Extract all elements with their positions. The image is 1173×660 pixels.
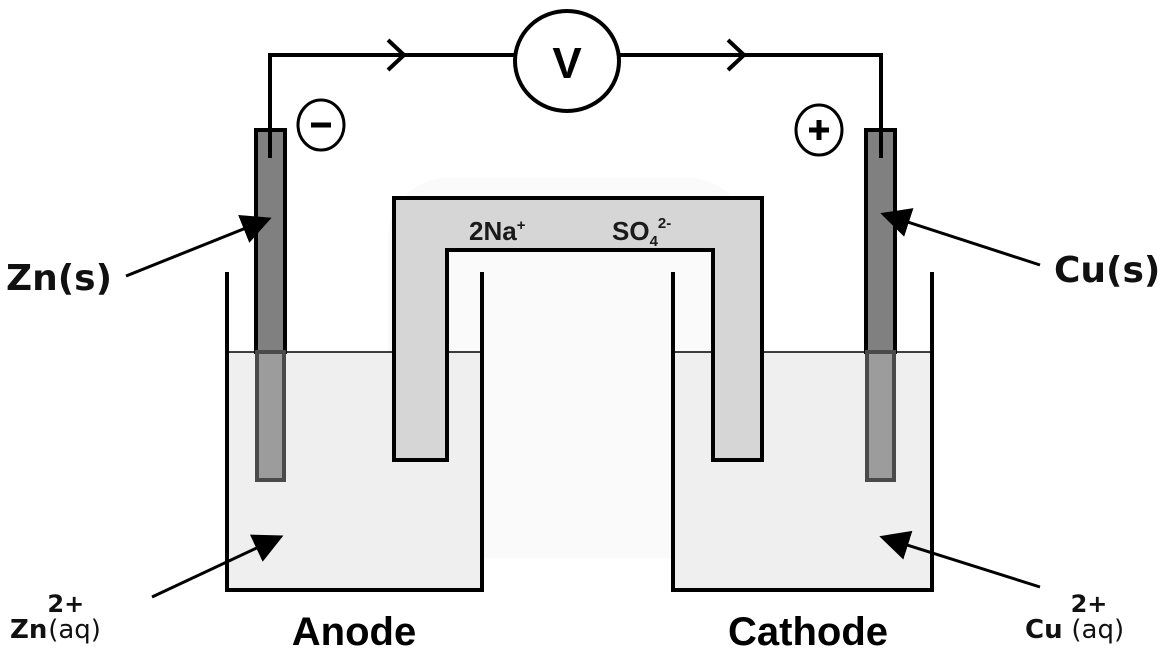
negative-terminal-icon bbox=[296, 98, 346, 152]
electron-flow-arrow-right bbox=[726, 38, 747, 72]
zinc-electrode bbox=[254, 128, 287, 482]
zinc-label-pointer bbox=[125, 214, 272, 278]
voltmeter: V bbox=[513, 9, 621, 113]
salt-bridge-cation-label: 2Na+ bbox=[469, 216, 526, 246]
copper-ion-label-pointer bbox=[879, 530, 1041, 589]
electron-flow-arrow-left bbox=[386, 38, 407, 72]
zinc-ion-label-pointer bbox=[151, 534, 284, 599]
anode-label: Anode bbox=[292, 610, 416, 654]
cathode-beaker-wall bbox=[671, 272, 934, 592]
copper-ion-label: Cu2+(aq) bbox=[1025, 590, 1124, 645]
copper-label-pointer bbox=[880, 208, 1041, 267]
positive-terminal-icon bbox=[794, 103, 844, 157]
salt-bridge bbox=[392, 196, 764, 462]
external-wire bbox=[268, 53, 883, 158]
copper-solid-label: Cu(s) bbox=[1054, 250, 1160, 291]
cathode-label: Cathode bbox=[728, 610, 888, 654]
voltmeter-symbol: V bbox=[552, 39, 582, 88]
zinc-ion-label: Zn2+(aq) bbox=[10, 590, 101, 645]
copper-electrode bbox=[864, 128, 897, 482]
anode-beaker-wall bbox=[225, 272, 484, 592]
salt-bridge-anion-label: SO42- bbox=[612, 215, 671, 250]
zinc-solid-label: Zn(s) bbox=[6, 258, 112, 299]
